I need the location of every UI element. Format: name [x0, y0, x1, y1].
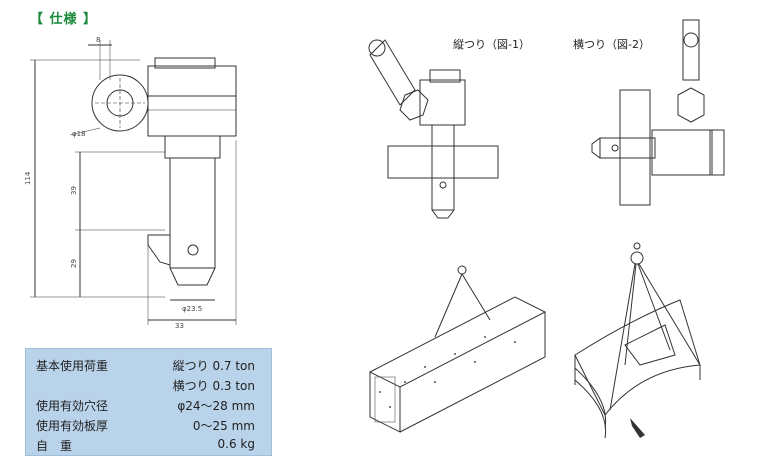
segment-lift-figure — [574, 242, 701, 439]
figure-label-vertical: 縦つり（図-1） — [453, 38, 530, 51]
dim-lower: 29 — [70, 259, 78, 268]
horizontal-lift-figure — [591, 19, 725, 206]
dim-total: 114 — [24, 171, 32, 185]
dim-upper: 39 — [70, 186, 78, 195]
spec-row: 基本使用荷重 縦つり 0.7 ton — [26, 357, 271, 375]
spec-value: 0.6 kg — [217, 437, 255, 451]
dimension-drawing: 8 φ18 114 39 29 φ23.5 33 — [24, 36, 237, 330]
spec-label: 使用有効板厚 — [36, 419, 109, 433]
spec-row: 使用有効板厚 0～25 mm — [26, 417, 271, 435]
beam-lift-figure — [368, 265, 547, 433]
spec-label: 自 重 — [36, 439, 73, 453]
spec-value: 縦つり 0.7 ton — [172, 359, 255, 373]
spec-value: 横つり 0.3 ton — [172, 379, 255, 393]
spec-label: 使用有効穴径 — [36, 399, 109, 413]
dim-top: 8 — [96, 36, 100, 44]
dim-pin: φ23.5 — [182, 305, 202, 313]
figure-label-horizontal: 横つり（図-2） — [573, 38, 650, 51]
spec-value: φ24～28 mm — [177, 399, 255, 413]
spec-row: 使用有効穴径 φ24～28 mm — [26, 397, 271, 415]
spec-row: 自 重 0.6 kg — [26, 437, 271, 455]
spec-label: 基本使用荷重 — [36, 359, 109, 373]
section-title: 【 仕様 】 — [30, 12, 98, 27]
dim-width: 33 — [175, 322, 184, 330]
dim-hole: φ18 — [72, 130, 86, 138]
spec-value: 0～25 mm — [192, 419, 255, 433]
vertical-lift-figure — [368, 39, 499, 219]
spec-table: 基本使用荷重 縦つり 0.7 ton 横つり 0.3 ton 使用有効穴径 φ2… — [25, 348, 272, 456]
spec-row: 横つり 0.3 ton — [26, 377, 271, 395]
